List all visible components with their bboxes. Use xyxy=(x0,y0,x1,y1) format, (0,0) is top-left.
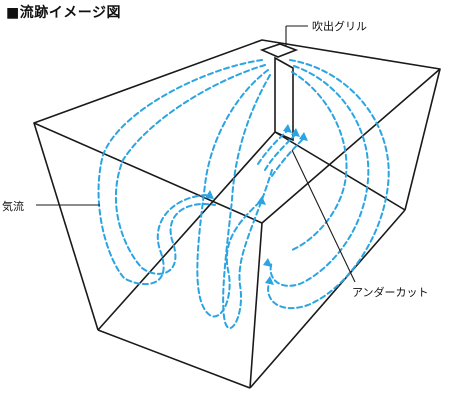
airflow-path-right-inner xyxy=(269,65,370,287)
airflow-path-undercut-3 xyxy=(257,129,289,165)
airflow-arrowhead xyxy=(291,128,300,137)
front-vertical-edge xyxy=(249,222,263,389)
airflow-path-right-outer xyxy=(267,59,390,310)
airflow-arrowhead xyxy=(263,258,272,267)
airflow-path-undercut-1 xyxy=(264,133,297,171)
grille-outlet xyxy=(259,43,299,58)
airflow-path-right-mid xyxy=(291,71,348,251)
airflow-arrowhead xyxy=(265,276,274,285)
back-floor-left-edge xyxy=(97,131,276,331)
airflow-path-undercut-2 xyxy=(271,137,305,177)
airflow-path-left-outer xyxy=(97,59,263,285)
airflow-label: 気流 xyxy=(2,200,24,213)
airflow-path-left-inner xyxy=(114,64,266,275)
airflow-paths xyxy=(97,59,390,330)
airflow-path-center-left xyxy=(196,69,269,318)
right-vertical-edge xyxy=(404,68,441,211)
airflow-arrowhead xyxy=(205,190,214,199)
room-box xyxy=(33,39,441,389)
airflow-arrowhead xyxy=(283,124,292,133)
floor-right-edge xyxy=(249,209,406,389)
undercut-leader-line xyxy=(291,149,356,283)
diagram-title: ■流跡イメージ図 xyxy=(6,5,121,21)
airflow-path-center xyxy=(222,74,273,330)
grille-label: 吹出グリル xyxy=(312,20,367,33)
partition-wall xyxy=(259,25,308,142)
airflow-arrowhead xyxy=(299,132,308,141)
airflow-arrowhead xyxy=(257,196,266,205)
partition-panel xyxy=(274,56,294,142)
floor-left-edge xyxy=(97,329,251,389)
left-vertical-edge xyxy=(33,122,99,331)
undercut-label: アンダーカット xyxy=(352,286,429,299)
ceiling-outline xyxy=(33,39,441,224)
